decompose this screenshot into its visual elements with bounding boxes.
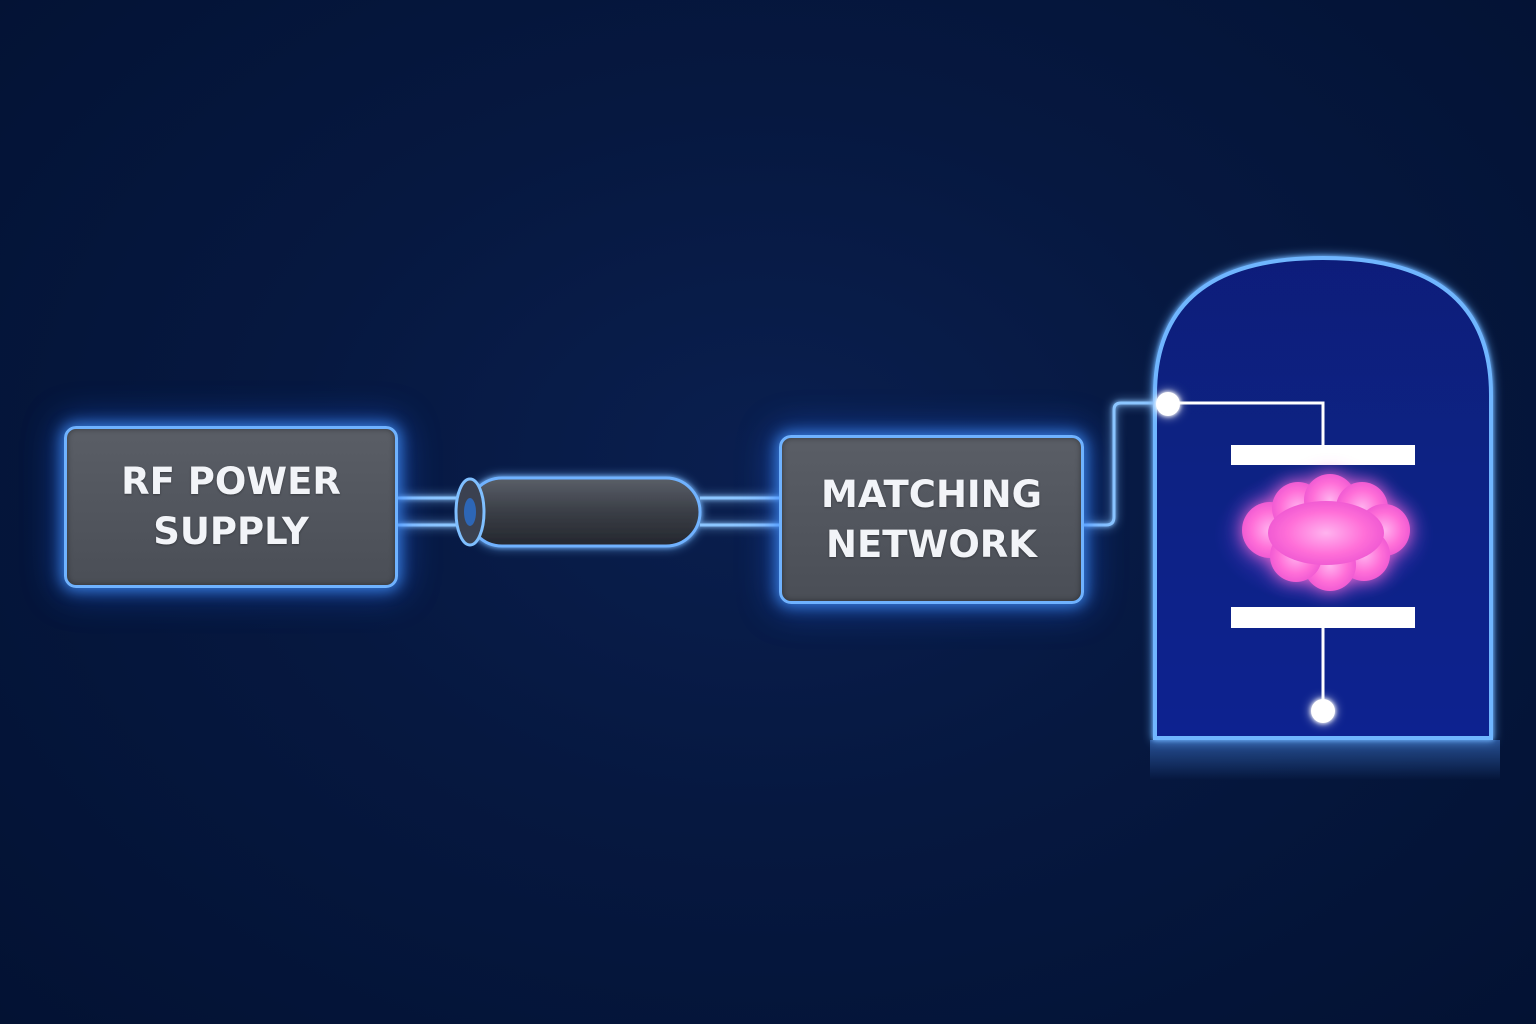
plasma-icon (1214, 465, 1434, 605)
top-terminal-node (1156, 392, 1180, 416)
rf-power-supply-label: RF POWER SUPPLY (121, 460, 341, 553)
rf-power-supply-block: RF POWER SUPPLY (64, 426, 398, 588)
matching-to-chamber-wire (1084, 401, 1168, 527)
cable-to-matching-wires (700, 496, 780, 527)
matching-network-block: MATCHING NETWORK (779, 435, 1084, 604)
coax-cable-icon (454, 476, 702, 548)
matching-network-label: MATCHING NETWORK (820, 472, 1043, 566)
bottom-electrode (1231, 607, 1415, 628)
bottom-terminal-node (1311, 699, 1335, 723)
top-electrode-wire (1168, 401, 1325, 445)
top-electrode (1231, 445, 1415, 465)
chamber-reflection (1150, 740, 1500, 780)
